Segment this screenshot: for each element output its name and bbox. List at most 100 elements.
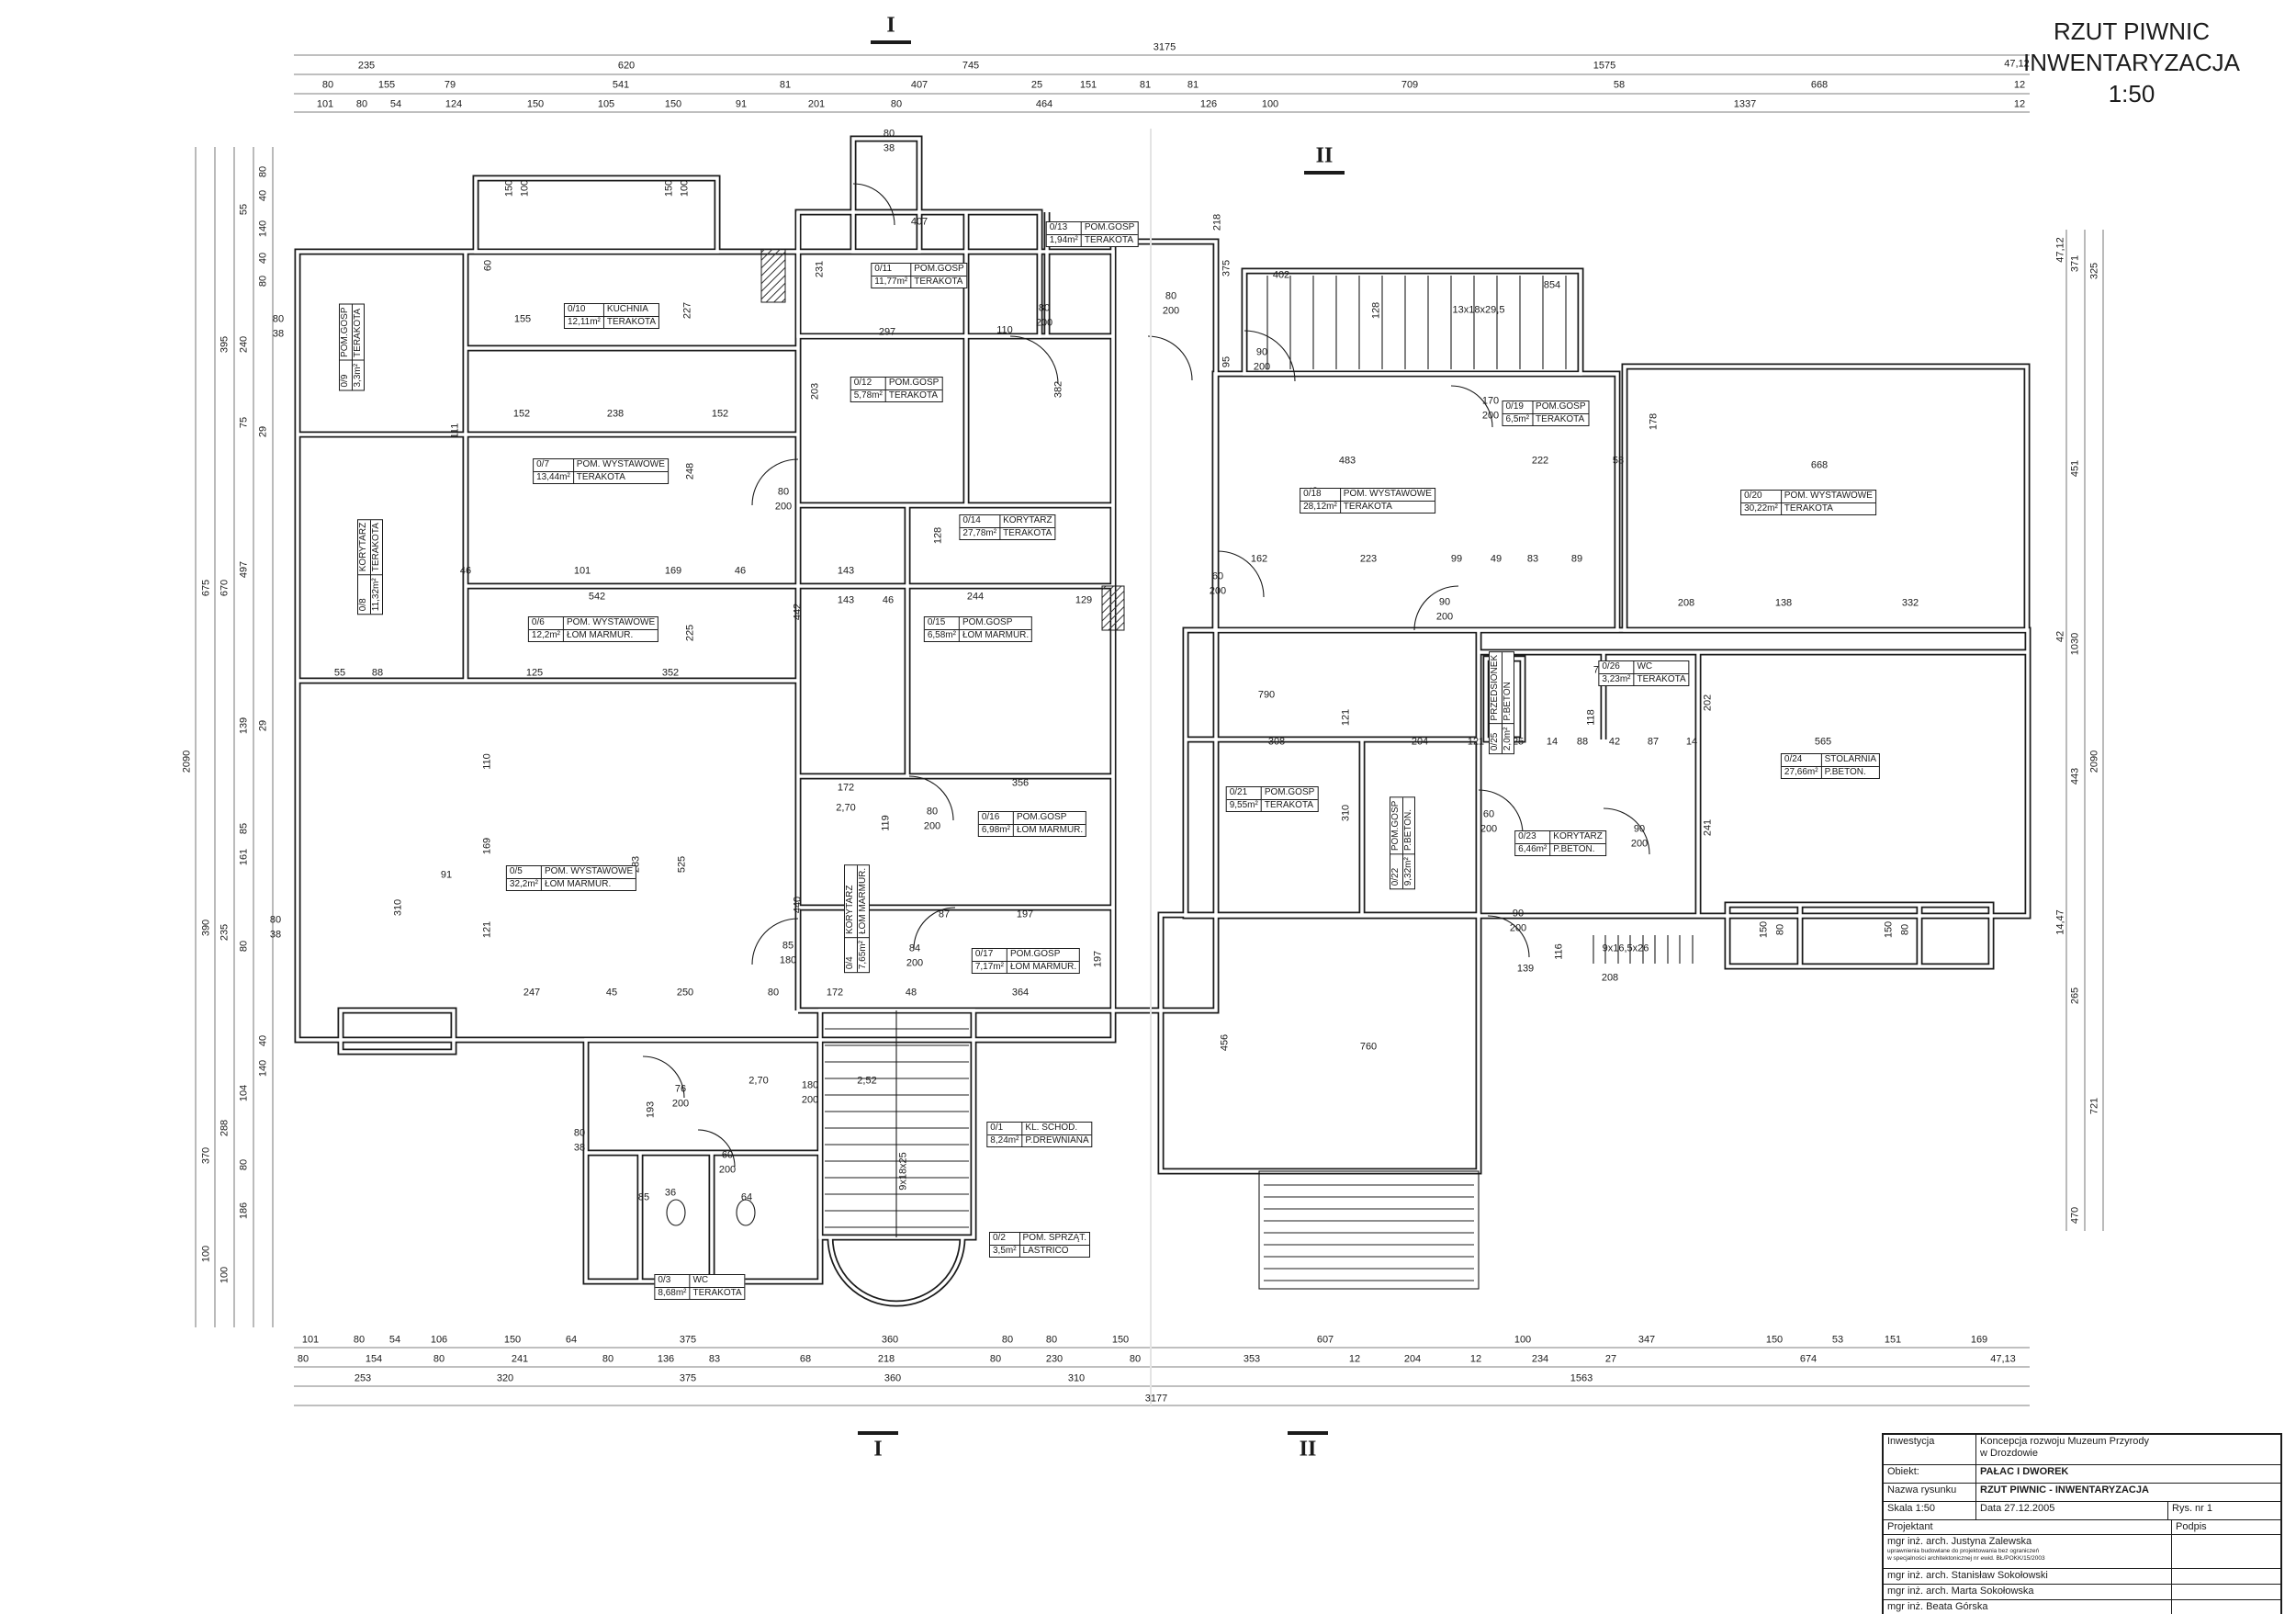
dimension-label: 202 [1702,694,1714,712]
dimension-label: 40 [257,189,269,202]
dimension-label: 125 [1506,736,1525,748]
room-label-cell: LASTRICO [1022,1245,1069,1256]
dimension-label: 170 [1481,395,1500,407]
dimension-label: 353 [1243,1353,1261,1365]
room-label-cell: TERAKOTA [352,308,363,357]
room-label-cell: 9,32m² [1402,853,1414,889]
dimension-label: 90 [1633,823,1646,835]
dimension-label: 244 [966,591,985,603]
dimension-label: 790 [1257,689,1276,701]
room-label-cell: STOLARNIA [1821,754,1880,767]
inwestycja-line1: Koncepcja rozwoju Muzeum Przyrody [1980,1436,2150,1447]
dimension-label: 46 [882,594,895,606]
room-label-cell: 9,55m² [1227,799,1262,811]
dimension-label: 193 [645,1100,657,1119]
dimension-label: 370 [200,1146,212,1165]
room-label-cell: 7,17m² [973,961,1007,973]
dimension-label: 161 [238,848,250,866]
dimension-label: 128 [932,526,944,545]
room-label-cell: 0/25 [1490,723,1503,754]
dimension-label: 620 [617,60,636,72]
designer3-signature-cell [2171,1585,2280,1599]
room-label-cell: POM.GOSP [959,617,1032,630]
dimension-label: 470 [2069,1206,2081,1225]
dimension-label: 180 [801,1079,819,1091]
dimension-label: 375 [1221,259,1232,277]
room-label-cell: 3,5m² [990,1245,1020,1257]
dimension-label: 87 [1647,736,1660,748]
room-label-cell: KUCHNIA [603,304,659,317]
dimension-label: 90 [1512,908,1525,920]
dimension-label: 80 [1001,1334,1014,1346]
dimension-label: 670 [219,579,231,597]
room-label-cell: 6,58m² [925,629,960,641]
dimension-label: 9x18x25 [897,1152,909,1191]
dimension-label: 565 [1814,736,1832,748]
dimension-label: 110 [481,753,493,770]
dimension-label: 80 [926,806,939,818]
dimension-label: 360 [884,1372,902,1384]
dimension-label: 13x18x29,5 [1452,304,1505,316]
dimension-label: 200 [1509,922,1527,934]
room-label-cell: 7,65m² [857,937,869,973]
room-label-cell: 0/4 [845,937,858,973]
room-label-cell: KORYTARZ [358,519,371,575]
dimension-label: 375 [679,1334,697,1346]
dimension-label: 238 [606,408,625,420]
dimension-label: 38 [269,929,282,941]
drawing-scale: 1:50 [2108,79,2155,107]
dimension-label: 90 [1255,346,1268,358]
drawing-title-line1: RZUT PIWNIC [2054,17,2210,45]
dimension-label: 451 [2069,459,2081,478]
dimension-label: 231 [814,260,826,278]
dimension-label: 151 [1079,79,1097,91]
dimension-label: 218 [1211,213,1223,231]
title-block-skala: Skala 1:50 [1887,1503,1935,1514]
dimension-label: 100 [219,1266,231,1284]
room-label-cell: 0/3 [655,1275,691,1288]
dimension-label: 456 [1219,1033,1231,1052]
dimension-label: 80 [1774,923,1786,936]
dimension-label: 248 [684,462,696,480]
room-label-cell: 0/19 [1503,401,1534,414]
room-label-cell: 2,0m² [1502,723,1514,754]
room-label-cell: 0/21 [1226,787,1262,800]
title-block-nazwa-value: RZUT PIWNIC - INWENTARYZACJA [1975,1484,2280,1501]
dimension-label: 12 [2013,79,2026,91]
dimension-label: 235 [357,60,376,72]
dimension-label: 152 [512,408,531,420]
dimension-label: 320 [496,1372,514,1384]
dimension-label: 674 [1799,1353,1818,1365]
room-label-cell: 0/17 [972,949,1007,962]
room-label-cell: POM.GOSP [1533,401,1589,414]
drawing-title: RZUT PIWNIC INWENTARYZACJA 1:50 [1980,17,2283,109]
drawing-title-line2: INWENTARYZACJA [2023,48,2240,76]
dimension-label: 675 [200,579,212,597]
dimension-label: 81 [779,79,792,91]
dimension-label: 200 [1035,317,1053,329]
room-label-cell: 0/14 [960,515,1001,528]
dimension-label: 2090 [2088,750,2100,773]
dimension-label: 40 [257,252,269,265]
dimension-label: 3177 [1144,1393,1168,1405]
title-block-designer1-cell: mgr inż. arch. Justyna Zalewska uprawnie… [1884,1535,2171,1568]
dimension-label: 111 [449,423,461,439]
room-label-cell: KORYTARZ [1000,515,1055,528]
room-label-cell: 6,5m² [1503,413,1534,425]
dimension-label: 395 [219,335,231,354]
room-label-cell: TERAKOTA [1003,527,1052,538]
inwestycja-line2: w Drozdowie [1980,1448,2038,1460]
dimension-label: 371 [2069,254,2081,273]
dimension-label: 169 [1970,1334,1988,1346]
room-label-cell: TERAKOTA [692,1287,742,1298]
section-marker-bars [858,40,1345,1435]
dimension-label: 83 [708,1353,721,1365]
dimension-label: 46 [459,565,472,577]
